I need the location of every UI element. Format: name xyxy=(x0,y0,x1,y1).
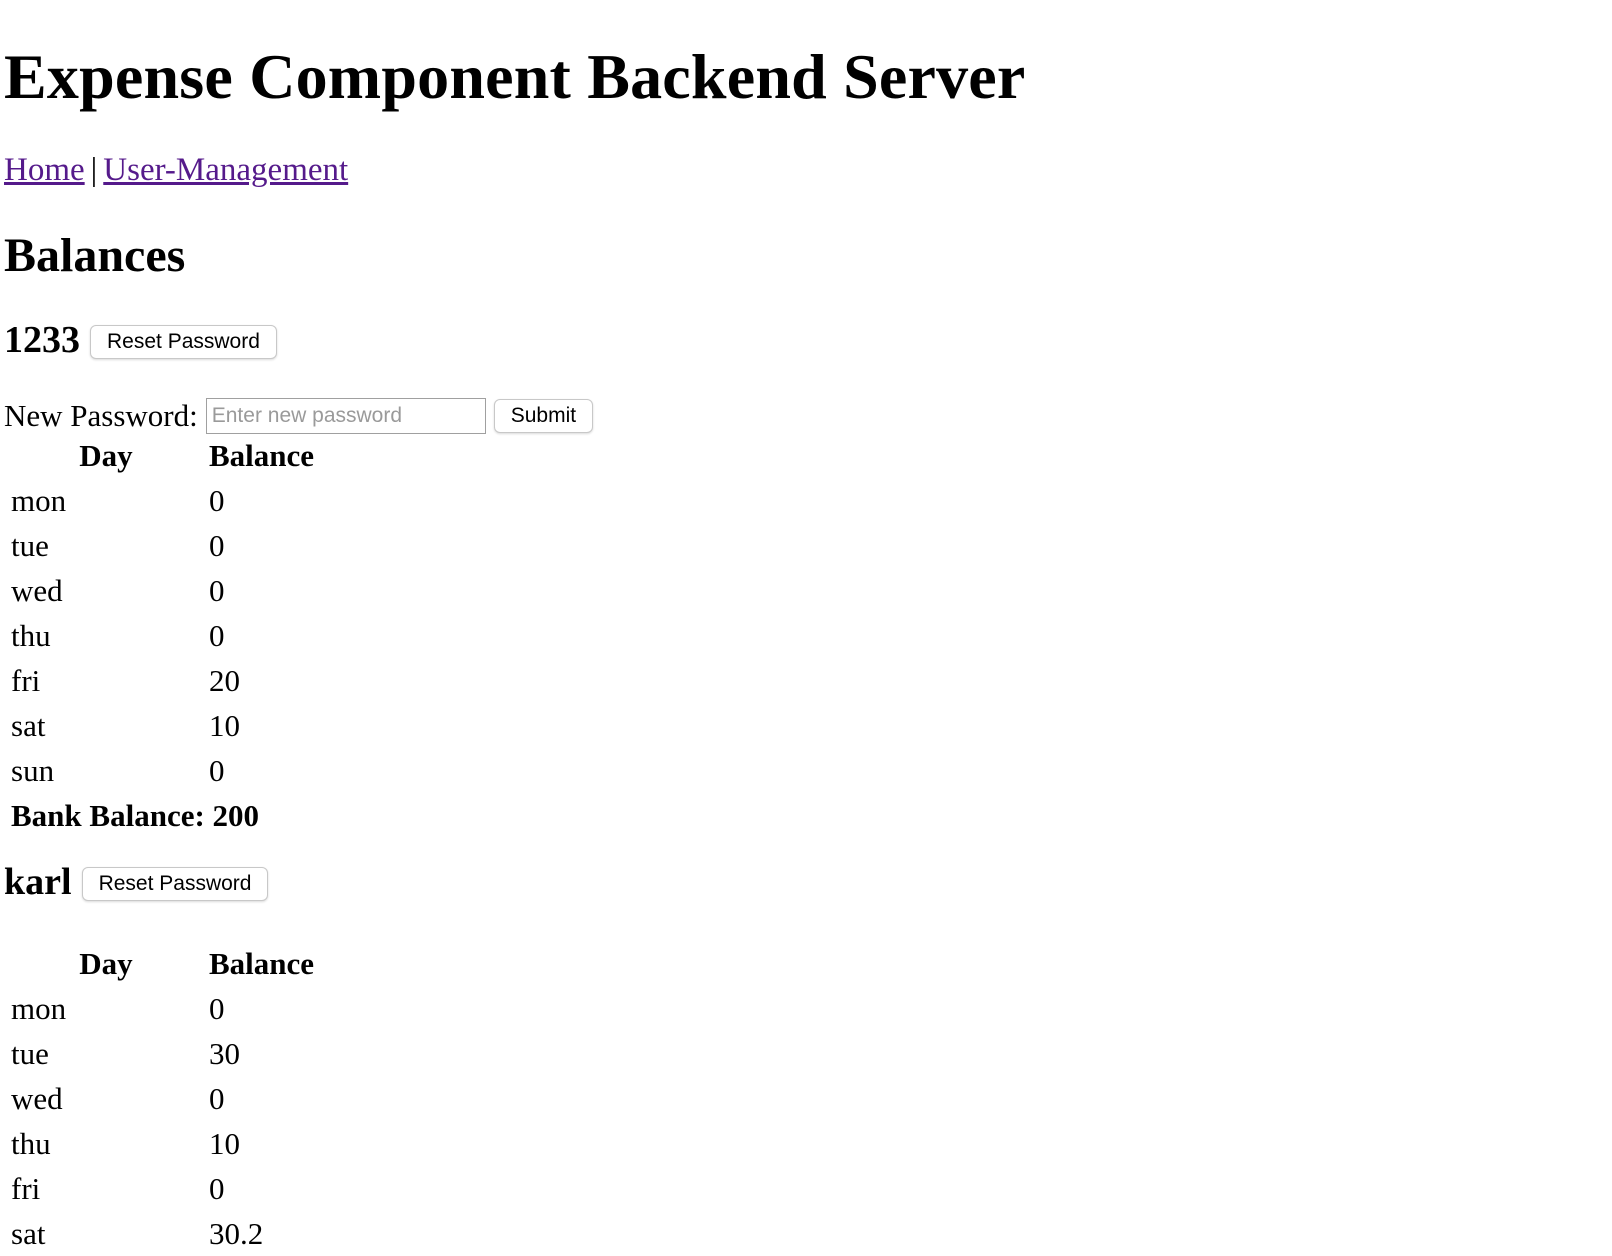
balance-cell: 0 xyxy=(209,752,225,788)
table-row: wed 0 xyxy=(10,1076,315,1121)
day-cell: wed xyxy=(11,572,63,608)
balance-cell: 0 xyxy=(209,572,225,608)
day-cell: mon xyxy=(11,990,67,1026)
balance-cell: 0 xyxy=(209,617,225,653)
table-row: mon 0 xyxy=(10,478,315,523)
day-cell: fri xyxy=(11,662,41,698)
day-cell: mon xyxy=(11,482,67,518)
new-password-input[interactable] xyxy=(205,398,486,434)
table-row: sat 30.2 xyxy=(10,1211,315,1256)
balance-cell: 10 xyxy=(209,707,240,743)
bank-balance-row: Bank Balance: 200 xyxy=(10,793,315,838)
user-name: 1233 xyxy=(4,319,80,361)
new-password-form: New Password: Submit xyxy=(4,398,594,434)
submit-button[interactable]: Submit xyxy=(493,399,594,433)
table-row: fri 20 xyxy=(10,658,315,703)
nav-links: Home|User-Management xyxy=(4,152,348,189)
bank-balance: Bank Balance: 200 xyxy=(11,797,260,833)
day-header: Day xyxy=(79,946,133,981)
balance-cell: 30.2 xyxy=(209,1215,264,1251)
user-management-link[interactable]: User-Management xyxy=(103,152,349,188)
table-row: mon 0 xyxy=(10,986,315,1031)
balances-heading: Balances xyxy=(4,229,186,282)
table-row: sun 0 xyxy=(10,748,315,793)
day-header: Day xyxy=(79,438,133,473)
balance-table: Day Balance mon 0 tue 30 wed 0 thu 10 fri 0 s… xyxy=(4,942,321,1256)
user-name: karl xyxy=(4,861,72,903)
day-cell: tue xyxy=(11,1035,49,1071)
balance-cell: 0 xyxy=(209,527,225,563)
table-row: fri 0 xyxy=(10,1166,315,1211)
user-section-karl: karl Reset Password Day Balance mon 0 tue… xyxy=(4,860,321,1256)
day-cell: sat xyxy=(11,707,46,743)
day-cell: tue xyxy=(11,527,49,563)
table-row: thu 0 xyxy=(10,613,315,658)
day-cell: sat xyxy=(11,1215,46,1251)
table-row: tue 0 xyxy=(10,523,315,568)
day-cell: fri xyxy=(11,1170,41,1206)
day-cell: sun xyxy=(11,752,55,788)
table-row: wed 0 xyxy=(10,568,315,613)
balance-cell: 0 xyxy=(209,990,225,1026)
page-title: Expense Component Backend Server xyxy=(4,41,1026,112)
balance-cell: 0 xyxy=(209,1080,225,1116)
balance-cell: 20 xyxy=(209,662,240,698)
table-row: thu 10 xyxy=(10,1121,315,1166)
balance-cell: 0 xyxy=(209,482,225,518)
balance-cell: 30 xyxy=(209,1035,240,1071)
balance-header: Balance xyxy=(209,946,315,981)
balance-cell: 10 xyxy=(209,1125,240,1161)
day-cell: thu xyxy=(11,617,51,653)
reset-password-button[interactable]: Reset Password xyxy=(81,867,269,901)
table-row: sat 10 xyxy=(10,703,315,748)
new-password-label: New Password: xyxy=(4,398,198,433)
reset-password-button[interactable]: Reset Password xyxy=(90,325,277,359)
table-row: tue 30 xyxy=(10,1031,315,1076)
day-cell: wed xyxy=(11,1080,63,1116)
nav-separator: | xyxy=(90,152,98,188)
balance-header: Balance xyxy=(209,438,315,473)
user-section-1233: 1233 Reset Password New Password: Submit… xyxy=(4,318,594,838)
day-cell: thu xyxy=(11,1125,51,1161)
home-link[interactable]: Home xyxy=(4,152,85,188)
balance-table: Day Balance mon 0 tue 0 wed 0 thu 0 fri 20 sa… xyxy=(4,434,321,838)
balance-cell: 0 xyxy=(209,1170,225,1206)
